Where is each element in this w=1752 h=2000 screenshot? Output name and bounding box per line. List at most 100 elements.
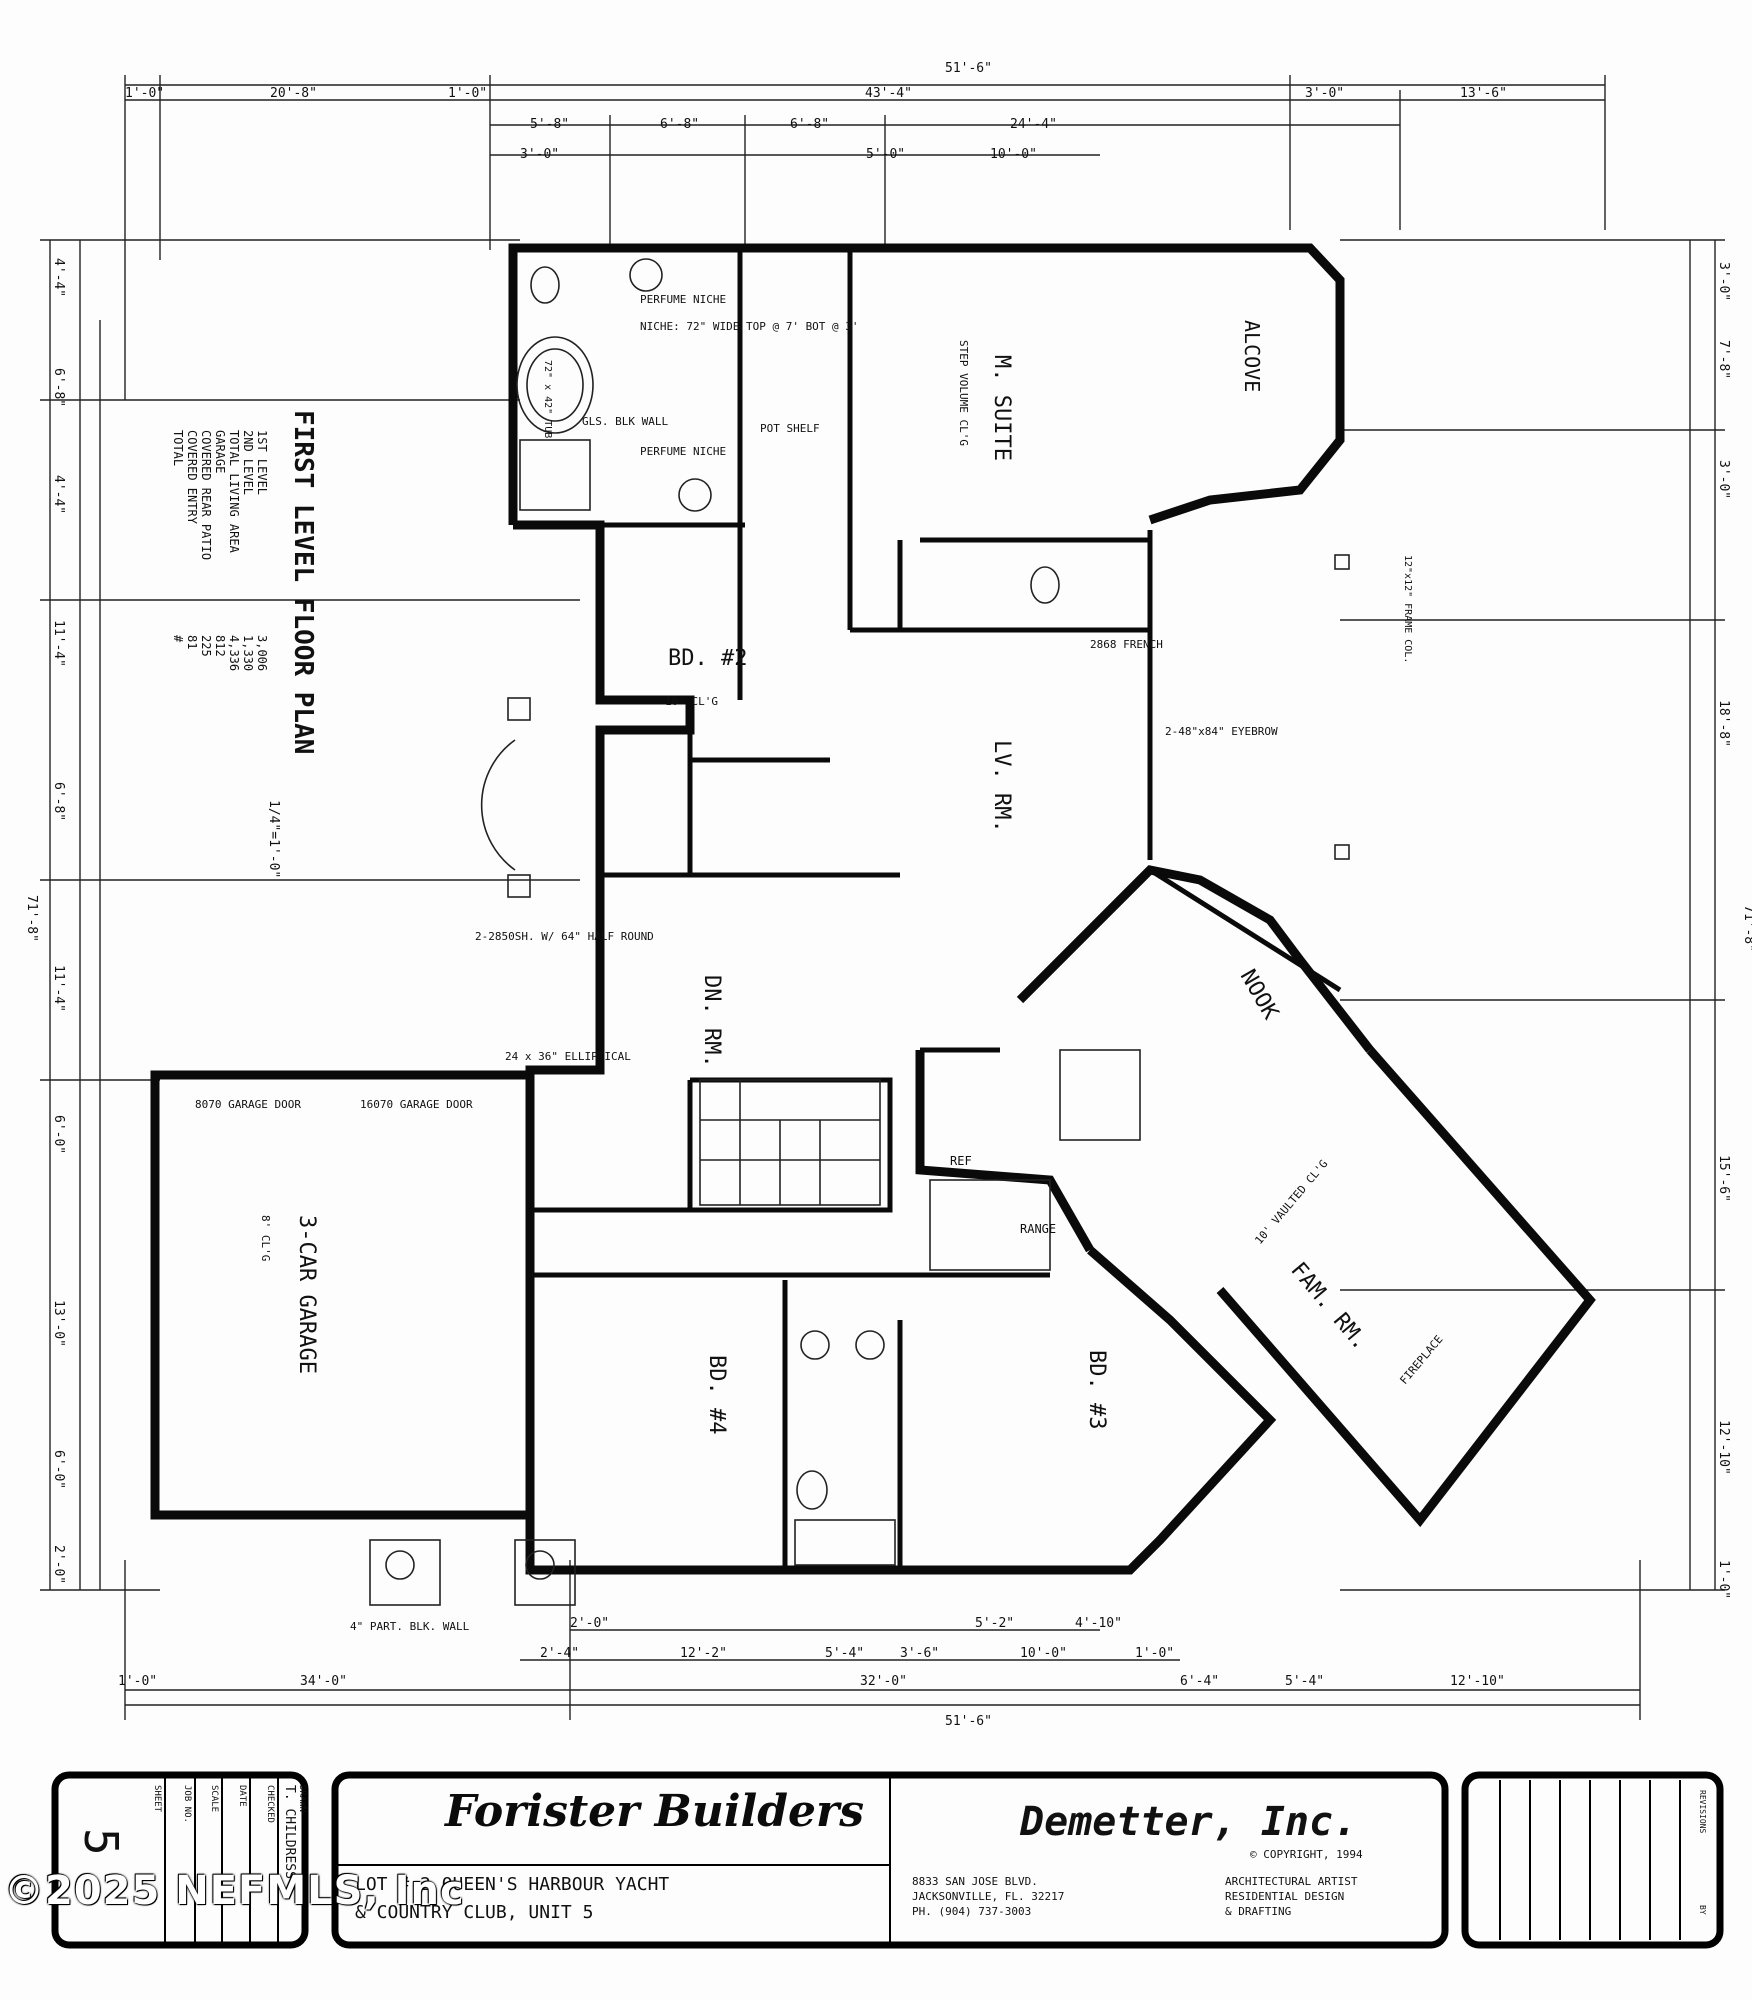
area-label: TOTAL LIVING AREA	[227, 430, 241, 554]
dim-text: 10'-0"	[1020, 1646, 1067, 1661]
dim-text: 6'-8"	[660, 117, 699, 132]
title-block	[51, 1771, 1724, 1949]
note-vaulted: 10' VAULTED CL'G	[1252, 1157, 1330, 1247]
drawn-by: T. CHILDRESS	[282, 1785, 297, 1879]
field-checked: CHECKED	[265, 1785, 275, 1823]
note-french: 2868 FRENCH	[1090, 638, 1163, 651]
field-job-no: JOB NO.	[182, 1785, 192, 1823]
address-line: PH. (904) 737-3003	[912, 1905, 1031, 1918]
dim-text: 34'-0"	[300, 1674, 347, 1689]
dim-text: 18'-8"	[1716, 700, 1731, 747]
label-range: RANGE	[1020, 1222, 1056, 1236]
dim-text: 1'-0"	[125, 86, 164, 101]
dim-text: 3'-0"	[1716, 262, 1731, 301]
room-bd2: BD. #2	[668, 646, 747, 671]
dim-text: 11'-4"	[51, 965, 66, 1012]
designer-name: Demetter, Inc.	[1019, 1799, 1357, 1845]
area-label: TOTAL	[171, 430, 185, 466]
dim-text: 11'-4"	[51, 620, 66, 667]
room-dn-rm: DN. RM.	[699, 975, 724, 1068]
note-perfume-niche-2: PERFUME NICHE	[640, 445, 726, 458]
plan-scale: 1/4"=1'-0"	[266, 800, 281, 878]
address-line: JACKSONVILLE, FL. 32217	[912, 1890, 1064, 1903]
revisions-label: REVISIONS	[1698, 1790, 1707, 1834]
dim-text: 2'-4"	[540, 1646, 579, 1661]
dim-text: 3'-6"	[900, 1646, 939, 1661]
dim-text: 13'-0"	[51, 1300, 66, 1347]
dim-text: 71'-8"	[24, 895, 39, 942]
dim-text: 51'-6"	[945, 61, 992, 76]
room-lv-rm: LV. RM.	[989, 740, 1014, 833]
copyright-watermark: ©2025 NEFMLS, Inc	[4, 1868, 465, 1914]
note-half-round: 2-2850SH. W/ 64" HALF ROUND	[475, 930, 654, 943]
dimension-text-top: 1'-0" 20'-8" 1'-0" 43'-4" 3'-0" 13'-6" 5…	[125, 61, 1507, 162]
note-garage-clg: 8' CL'G	[259, 1215, 272, 1261]
exterior-walls	[150, 243, 1596, 1575]
dim-text: 6'-4"	[1180, 1674, 1219, 1689]
dim-text: 6'-8"	[51, 368, 66, 407]
note-gls-blk: GLS. BLK WALL	[582, 415, 668, 428]
dim-text: 2'-0"	[570, 1616, 609, 1631]
lot-line-1: LOT # 2 QUEEN'S HARBOUR YACHT	[355, 1874, 669, 1895]
dim-text: 6'-8"	[51, 782, 66, 821]
note-pot-shelf: POT SHELF	[760, 422, 820, 435]
dim-text: 32'-0"	[860, 1674, 907, 1689]
sheet-number: 5	[74, 1828, 128, 1856]
ac-pads	[369, 1539, 576, 1606]
dim-text: 7'-8"	[1716, 340, 1731, 379]
area-value: 812	[213, 635, 227, 657]
field-scale: SCALE	[209, 1785, 219, 1812]
dim-text: 1'-0"	[1716, 1560, 1731, 1599]
service-line: & DRAFTING	[1225, 1905, 1291, 1918]
note-step-volume: STEP VOLUME CL'G	[957, 340, 970, 446]
note-perfume-niche: PERFUME NICHE	[640, 293, 726, 306]
dimension-text-bottom: 1'-0" 34'-0" 32'-0" 51'-6" 6'-4" 5'-4" 1…	[118, 1616, 1505, 1729]
room-m-suite: M. SUITE	[989, 355, 1014, 461]
by-label: BY	[1698, 1905, 1707, 1915]
lot-line-2: & COUNTRY CLUB, UNIT 5	[355, 1902, 593, 1923]
dim-text: 3'-0"	[1305, 86, 1344, 101]
dim-text: 3'-0"	[520, 147, 559, 162]
plumbing-fixtures	[516, 258, 1141, 1566]
bottom-dimension-lines	[124, 1560, 1641, 1720]
note-garage-door-1: 8070 GARAGE DOOR	[195, 1098, 301, 1111]
dim-text: 1'-0"	[118, 1674, 157, 1689]
area-value: 81	[185, 635, 199, 649]
top-dimension-lines	[124, 75, 1606, 400]
dim-text: 1'-0"	[448, 86, 487, 101]
room-garage: 3-CAR GARAGE	[294, 1215, 319, 1374]
dimension-text-left: 4'-4" 6'-8" 4'-4" 11'-4" 6'-8" 71'-8" 11…	[24, 258, 66, 1584]
dim-text: 10'-0"	[990, 147, 1037, 162]
service-line: RESIDENTIAL DESIGN	[1225, 1890, 1344, 1903]
dim-text: 5'-4"	[1285, 1674, 1324, 1689]
plan-title: FIRST LEVEL FLOOR PLAN	[288, 410, 318, 754]
room-bd4: BD. #4	[704, 1355, 729, 1434]
area-label: COVERED REAR PATIO	[199, 430, 213, 560]
area-label: GARAGE	[213, 430, 227, 473]
dim-text: 4'-10"	[1075, 1616, 1122, 1631]
note-elliptical: 24 x 36" ELLIPTICAL	[505, 1050, 631, 1063]
stairs	[699, 1079, 881, 1206]
dim-text: 51'-6"	[945, 1714, 992, 1729]
copyright: © COPYRIGHT, 1994	[1250, 1848, 1363, 1861]
area-value: 3,006	[255, 635, 269, 671]
entry-porch	[480, 554, 1350, 898]
dim-text: 12'-10"	[1716, 1420, 1731, 1475]
note-frame-col: 12"x12" FRAME COL.	[1402, 555, 1413, 663]
builder-logo: Forister Builders	[445, 1786, 864, 1837]
dim-text: 5'-2"	[975, 1616, 1014, 1631]
field-sheet: SHEET	[152, 1785, 162, 1813]
note-eyebrow: 2-48"x84" EYEBROW	[1165, 725, 1278, 738]
note-garage-door-2: 16070 GARAGE DOOR	[360, 1098, 473, 1111]
dim-text: 15'-6"	[1716, 1155, 1731, 1202]
area-label: COVERED ENTRY	[185, 430, 199, 525]
note-ten-clg: 10' CL'G	[665, 695, 718, 708]
dim-text: 1'-0"	[1135, 1646, 1174, 1661]
dim-text: 12'-2"	[680, 1646, 727, 1661]
room-nook: NOOK	[1235, 966, 1284, 1025]
room-bd3: BD. #3	[1084, 1350, 1109, 1429]
dim-text: 6'-8"	[790, 117, 829, 132]
area-schedule: 1ST LEVEL 2ND LEVEL TOTAL LIVING AREA GA…	[171, 430, 269, 671]
